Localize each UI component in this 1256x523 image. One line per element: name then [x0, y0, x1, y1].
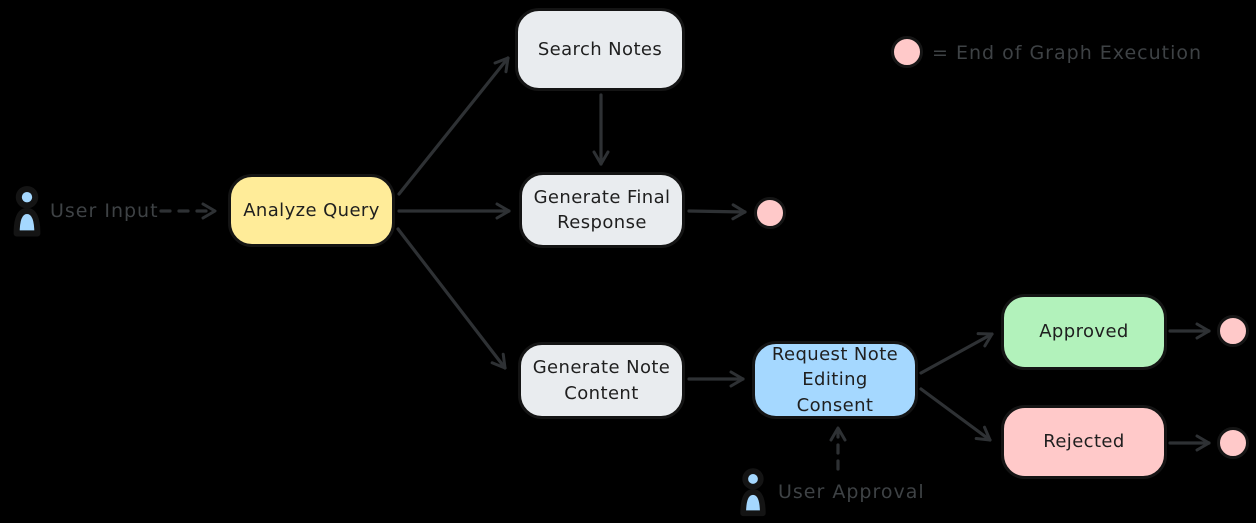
node-rejected: Rejected [1001, 405, 1167, 479]
legend-end-marker-circle [891, 36, 923, 68]
end-marker-circle [754, 197, 786, 229]
edge-request-consent-to-rejected [919, 387, 992, 442]
person-icon [740, 468, 766, 517]
node-approved: Approved [1001, 294, 1167, 370]
legend-text: = End of Graph Execution [932, 42, 1203, 64]
person-icon [13, 185, 41, 237]
node-analyze-query: Analyze Query [228, 174, 395, 247]
edge-request-consent-to-approved [919, 332, 994, 375]
edge-analyze-query-to-search-notes [397, 56, 510, 196]
user-approval-label: User Approval [778, 481, 925, 503]
edge-analyze-query-to-generate-note-content [396, 227, 507, 370]
edge-generate-final-response-to-end [687, 203, 747, 221]
node-search-notes: Search Notes [515, 8, 685, 91]
node-request-note-editing-consent: Request Note Editing Consent [752, 341, 918, 419]
end-marker-circle [1217, 315, 1249, 347]
node-generate-note-content: Generate Note Content [518, 342, 685, 419]
node-generate-final-response: Generate Final Response [519, 172, 685, 248]
user-input-label: User Input [50, 200, 159, 222]
end-marker-circle [1217, 427, 1249, 459]
